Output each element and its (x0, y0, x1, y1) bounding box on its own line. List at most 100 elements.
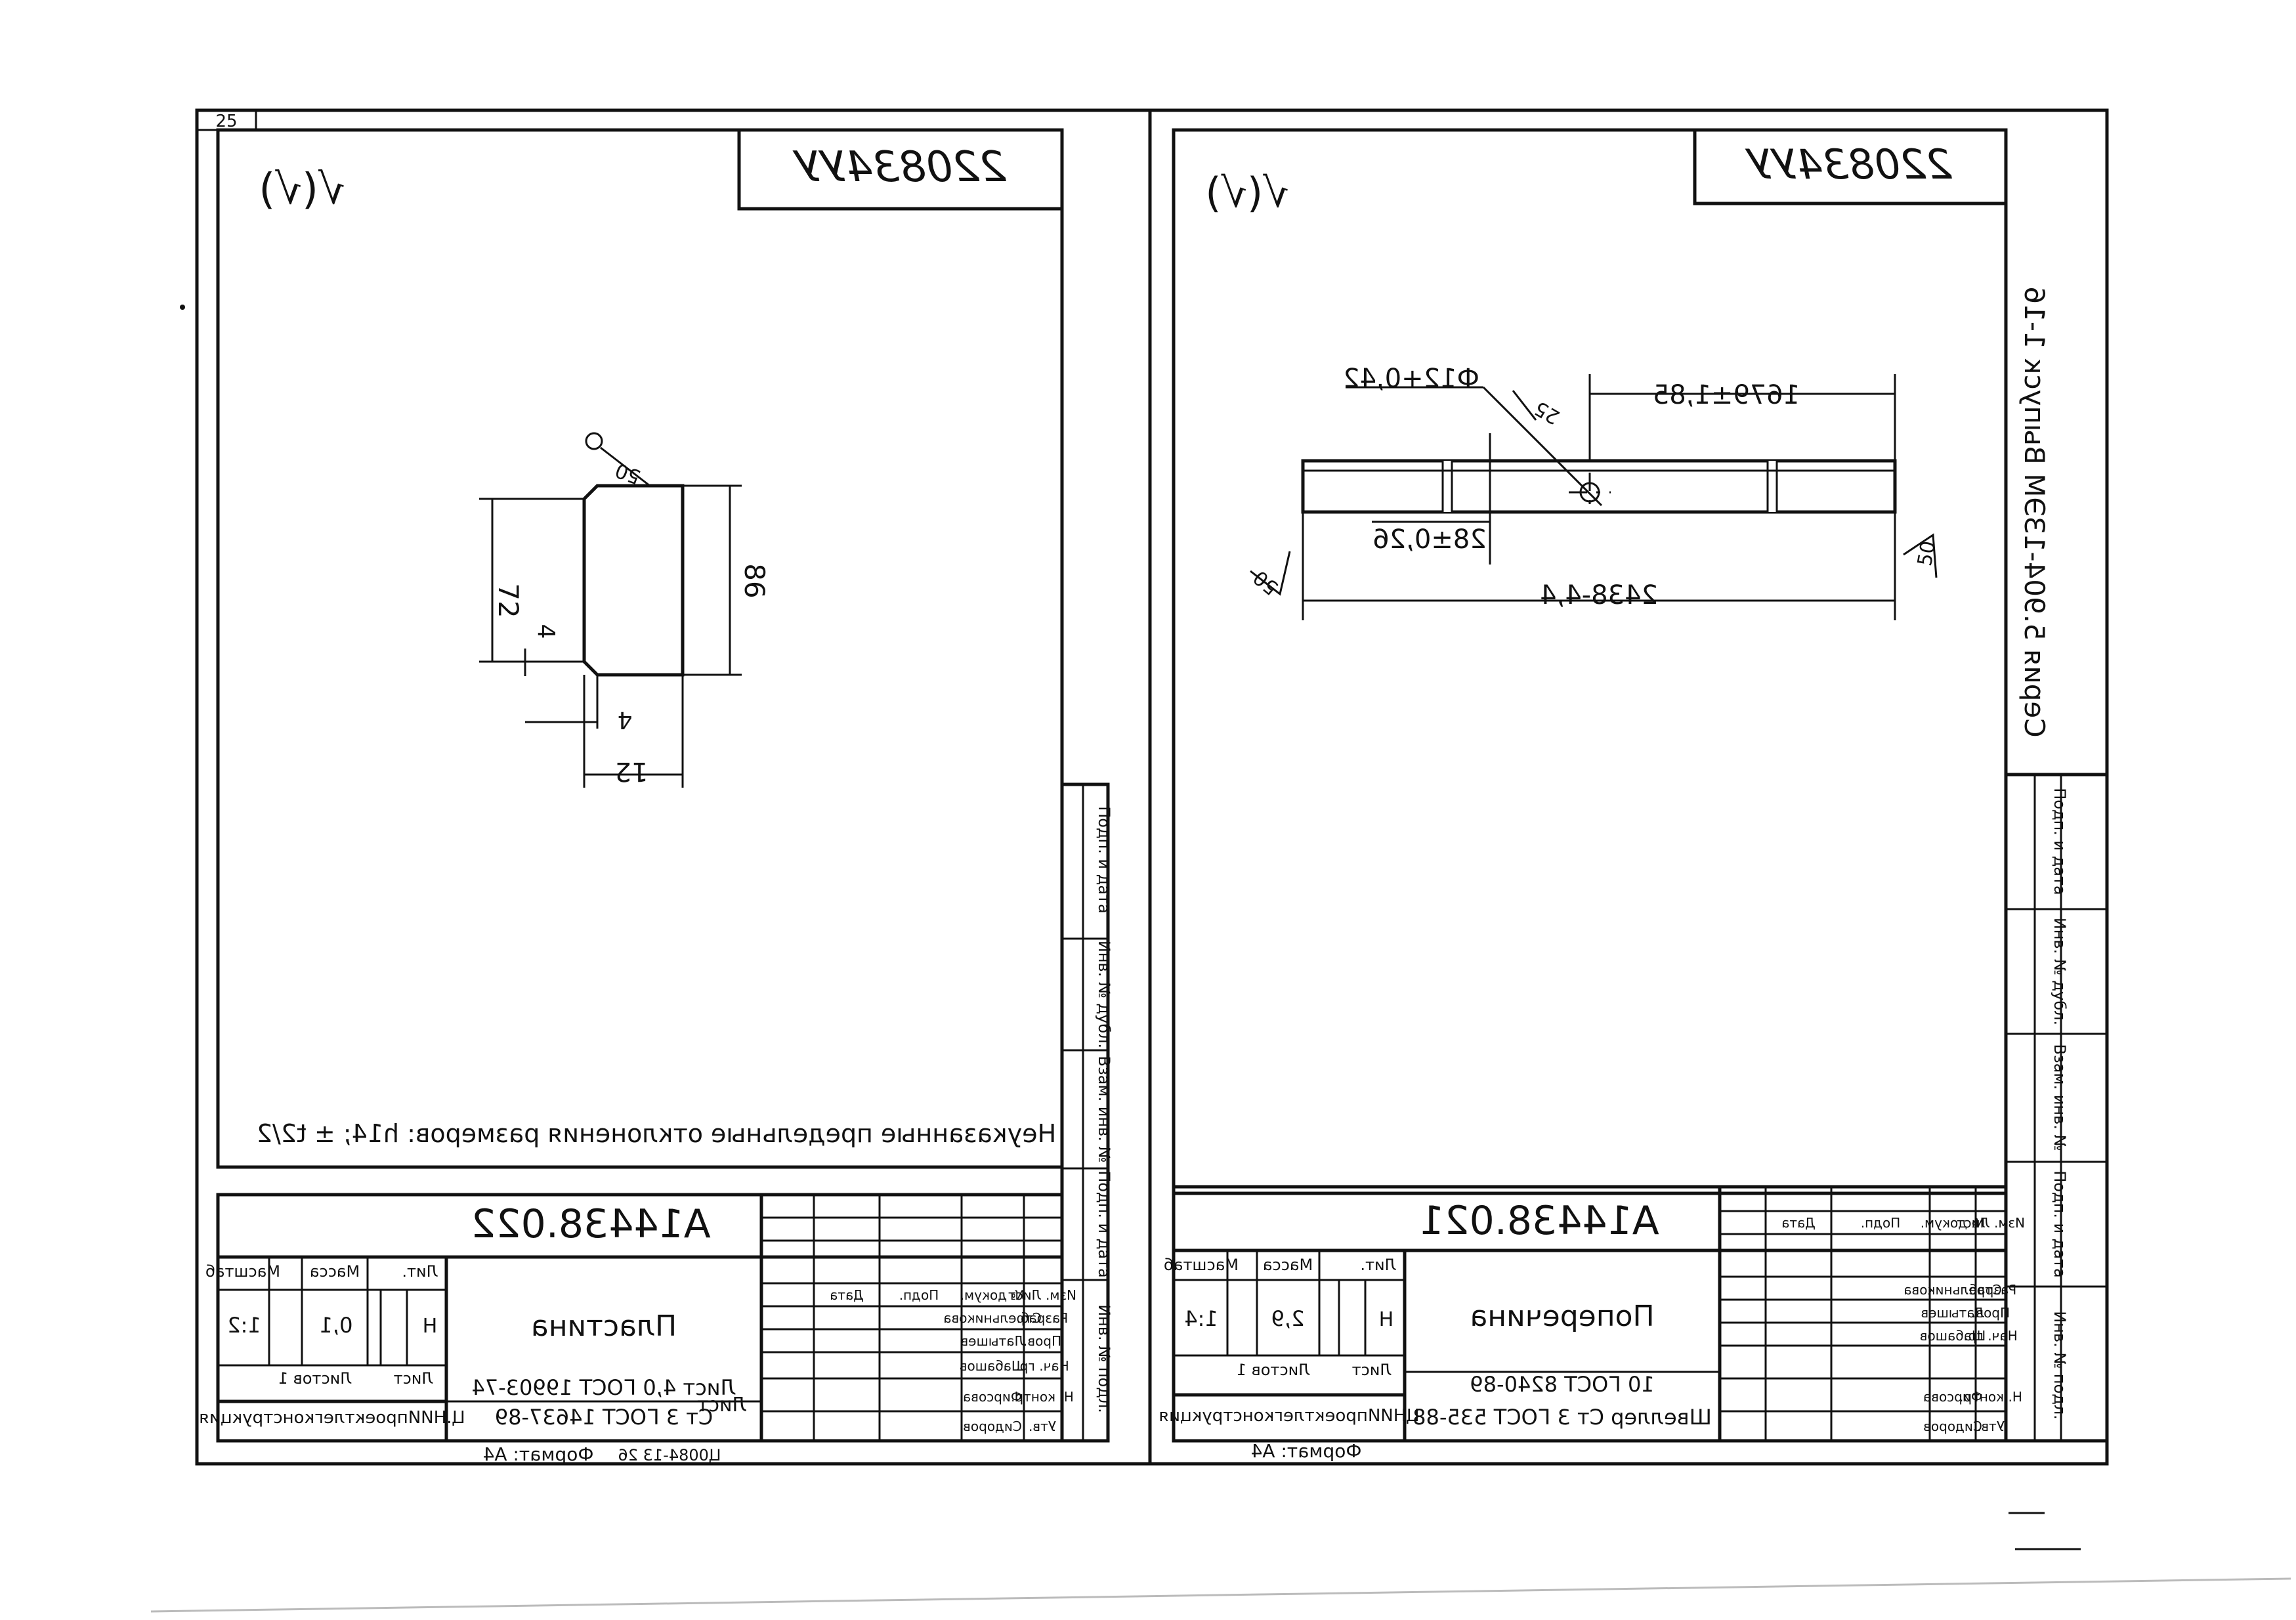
left-lit-label: Лит. (402, 1262, 438, 1281)
right-scale: 1:4 (1184, 1306, 1218, 1331)
right-tb-name-3: Шабашов (1920, 1328, 1986, 1344)
right-tb-name-5: Сидоров (1923, 1418, 1982, 1434)
left-drawing-number: А14438.022 (471, 1201, 711, 1247)
left-sheet: 220834УУ √(√) 86 72 (199, 128, 1113, 1465)
surface-mark-50-text: 50 (612, 458, 644, 488)
hole-leader (1482, 386, 1603, 507)
r-strip-label-1: Подп. и дата (2051, 1170, 2069, 1278)
right-litera: Н (1379, 1308, 1394, 1331)
left-tb-role-0: Изм. Лист (1008, 1287, 1076, 1303)
surface-mark-25: 25 (1531, 396, 1564, 429)
right-part-drawing: 2438-4,4 1679±1,85 Ф12+0,42 28±0,26 25 5… (1249, 364, 1940, 620)
left-scale-label: Масштаб (205, 1262, 280, 1281)
right-material-line2: Швеллер Ст 3 ГОСТ 535-88 (1413, 1405, 1712, 1430)
dim-length-text: 2438-4,4 (1540, 580, 1658, 610)
dim-hole-offset-text: 28±0,26 (1372, 524, 1486, 555)
left-doc-ref: Ц0084-13 26 (618, 1446, 721, 1464)
left-tb-role-1: Разраб. (1017, 1310, 1069, 1326)
left-litera: Н (423, 1315, 438, 1338)
scan-edge-line (150, 1577, 2291, 1613)
left-title-block: А14438.022 Пластина Лист 4,0 ГОСТ 19903-… (199, 1193, 1076, 1443)
strip-label-4: Подп. и дата (1095, 806, 1113, 914)
left-tb-date-0: Дата (830, 1287, 864, 1303)
right-roughness-mark: √(√) (1205, 169, 1288, 217)
strip-label-1: Подп. и дата (1095, 1170, 1113, 1278)
r-strip-label-2: Взам. инв. № (2051, 1044, 2069, 1151)
left-part-drawing: 86 72 4 4 12 50 (479, 432, 771, 788)
right-tb-name-0: № докум. (1921, 1215, 1986, 1231)
right-organization: ЦНИИпроектлегконструкция (1159, 1406, 1419, 1426)
left-tb-role-4: Н. контр. (1011, 1389, 1074, 1405)
left-outer-frame (195, 108, 1152, 1466)
left-scale: 1:2 (227, 1313, 261, 1338)
left-material-line1: Лист 4,0 ГОСТ 19903-74 (471, 1375, 736, 1400)
left-roughness-mark: √(√) (259, 165, 345, 214)
right-tb-date-0: Дата (1781, 1215, 1816, 1231)
right-tb-name-4: Фирсова (1923, 1389, 1982, 1405)
right-corner-stamp: 220834УУ (1745, 140, 1952, 188)
dim-72-text: 72 (492, 583, 524, 618)
strip-label-2: Взам. инв. № (1095, 1056, 1113, 1163)
r-strip-label-4: Подп. и дата (2051, 788, 2069, 895)
right-sheets-cell: Листов 1 (1237, 1361, 1311, 1379)
left-tb-name-3: Шабашов (960, 1358, 1026, 1374)
right-mass: 2,9 (1271, 1306, 1305, 1331)
end-mark-right: 50 (1913, 540, 1940, 568)
left-sheet-label: Лист (697, 1394, 747, 1417)
plate-outline (582, 484, 685, 677)
scan-dot (180, 305, 185, 310)
right-tb-name-1: Стрельникова (1903, 1282, 2002, 1298)
dim-86-text: 86 (738, 563, 771, 598)
left-tb-name-5: Сидоров (963, 1418, 1022, 1434)
left-tb-name-1: Стрельникова (943, 1310, 1042, 1326)
left-sheet-cell: Лист (394, 1369, 434, 1388)
right-scale-label: Масштаб (1164, 1256, 1239, 1274)
surface-circle-mark (585, 432, 603, 450)
right-drawing-number: А14438.021 (1419, 1198, 1659, 1244)
left-corner-stamp-box (737, 128, 1064, 211)
right-inner-frame (1172, 128, 2008, 1195)
right-corner-stamp-box (1693, 128, 2008, 205)
right-tb-name-2: Латышев (1921, 1305, 1984, 1321)
left-tb-name-0: № докум. (960, 1287, 1025, 1303)
right-mass-label: Масса (1263, 1256, 1313, 1274)
right-tb-role-3: Нач. гр. (1964, 1328, 2017, 1344)
left-corner-stamp: 220834УУ (792, 143, 1006, 192)
right-tb-role-0: Изм. Лист (1957, 1215, 2025, 1231)
dim-bottom-small-text: 4 (618, 706, 633, 733)
dim-chamfer-text: 4 (532, 624, 559, 639)
left-mass-label: Масса (310, 1262, 360, 1281)
left-format-label: Формат: А4 (483, 1443, 594, 1465)
left-tb-sign-0: Подп. (899, 1287, 939, 1303)
left-tb-role-5: Утв. (1029, 1418, 1056, 1434)
right-sheet: 220834УУ √(√) (1159, 128, 2109, 1462)
series-label: Серия 5.904-1ЗЭМ Выпуск 1-16 (2018, 286, 2051, 737)
right-tb-role-1: Разраб. (1965, 1282, 2017, 1298)
right-tb-sign-0: Подп. (1861, 1215, 1901, 1231)
right-side-strip: Инв. № подл. Подп. и дата Взам. инв. № И… (2004, 773, 2109, 1443)
left-material-line2: Ст 3 ГОСТ 14637-89 (495, 1405, 713, 1430)
left-tb-role-2: Пров. (1023, 1333, 1061, 1349)
left-side-strip: Инв. № подл. Подп. и дата Взам. инв. № И… (1060, 782, 1113, 1443)
right-tb-role-2: Пров. (1972, 1305, 2010, 1321)
r-strip-label-0: Инв. № подл. (2051, 1311, 2069, 1420)
left-tb-name-2: Латышев (960, 1333, 1024, 1349)
tolerance-note: Неуказанные предельные отклонения размер… (257, 1119, 1057, 1148)
right-lit-label: Лит. (1360, 1256, 1396, 1274)
right-part-name: Поперечина (1470, 1300, 1654, 1333)
channel-outline (1301, 459, 1897, 514)
strip-label-0: Инв. № подл. (1095, 1304, 1113, 1413)
left-part-name: Пластина (531, 1310, 677, 1343)
right-sheet-cell: Лист (1352, 1361, 1392, 1379)
right-tb-role-5: Утв. (1977, 1418, 2005, 1434)
dim-hole-text: Ф12+0,42 (1343, 364, 1479, 394)
right-material-line1: 10 ГОСТ 8240-89 (1470, 1372, 1654, 1397)
strip-label-3: Инв. № дубл. (1095, 941, 1113, 1048)
left-organization: Ц.НИИпроектлегконструкция (199, 1408, 465, 1428)
left-inner-frame (216, 128, 1064, 1169)
left-mass: 0,1 (320, 1313, 353, 1338)
dim-offset-text: 1679±1,85 (1653, 380, 1800, 410)
left-tb-role-3: Нач. гр. (1015, 1358, 1069, 1374)
